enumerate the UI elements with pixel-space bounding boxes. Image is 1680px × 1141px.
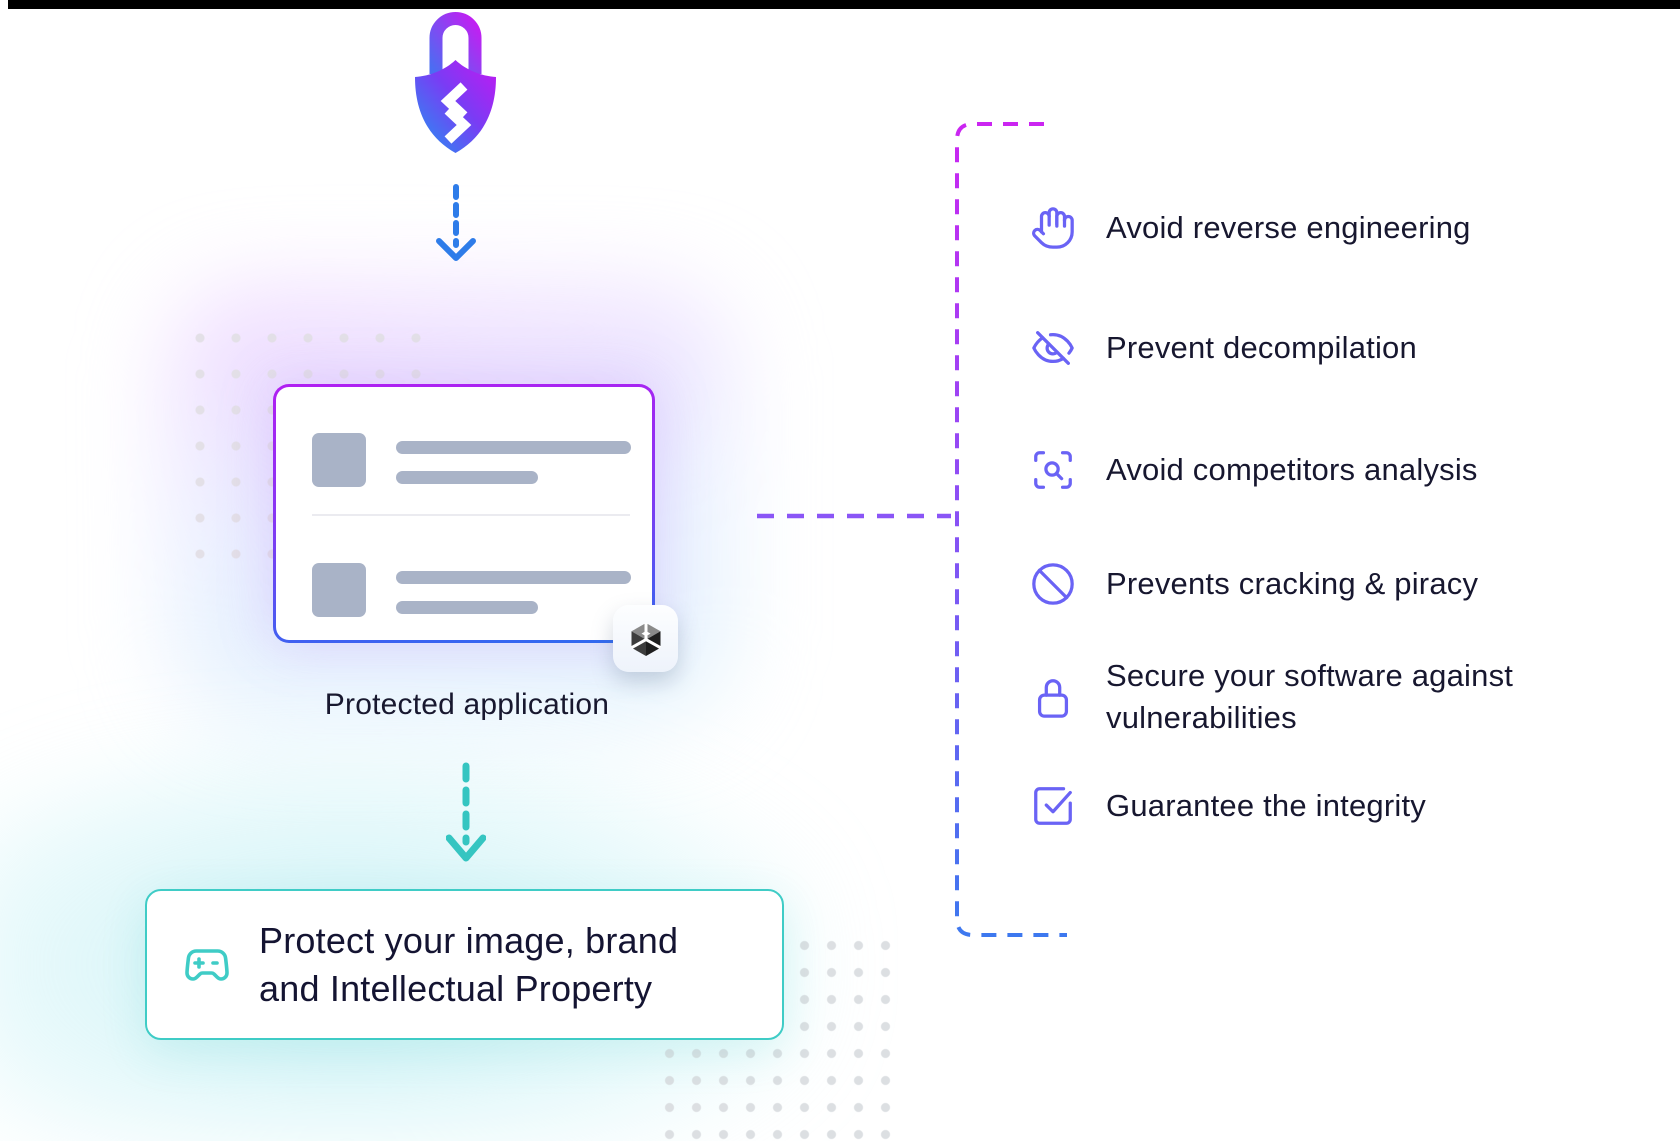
placeholder-text-bar bbox=[396, 471, 538, 484]
protected-application-label: Protected application bbox=[324, 688, 610, 721]
brand-protection-line2: and Intellectual Property bbox=[259, 967, 653, 1009]
scan-search-icon bbox=[1030, 447, 1076, 493]
eye-off-icon bbox=[1030, 325, 1076, 371]
benefit-item-competitors-analysis: Avoid competitors analysis bbox=[1030, 440, 1478, 500]
gamepad-icon bbox=[183, 941, 231, 989]
placeholder-text-bar bbox=[396, 601, 538, 614]
shield-lock-logo-icon bbox=[403, 10, 508, 158]
arrow-down-blue-icon bbox=[436, 183, 476, 263]
arrow-down-teal-icon bbox=[446, 762, 486, 866]
placeholder-thumbnail bbox=[312, 563, 366, 617]
placeholder-text-bar bbox=[396, 571, 631, 584]
top-black-bar bbox=[8, 0, 1680, 9]
benefit-item-cracking-piracy: Prevents cracking & piracy bbox=[1030, 554, 1478, 614]
benefit-label: Prevents cracking & piracy bbox=[1106, 566, 1479, 601]
placeholder-divider bbox=[312, 514, 630, 516]
brand-protection-line1: Protect your image, brand bbox=[259, 919, 679, 961]
brand-protection-card: Protect your image, brand and Intellectu… bbox=[145, 889, 784, 1040]
benefit-item-decompilation: Prevent decompilation bbox=[1030, 318, 1417, 378]
benefit-item-integrity: Guarantee the integrity bbox=[1030, 776, 1426, 836]
protected-application-card-content bbox=[276, 387, 652, 640]
benefits-bracket bbox=[948, 112, 1078, 947]
lock-icon bbox=[1030, 674, 1076, 720]
benefit-label: Avoid competitors analysis bbox=[1106, 452, 1478, 487]
square-check-icon bbox=[1030, 783, 1076, 829]
placeholder-text-bar bbox=[396, 441, 631, 454]
benefit-label: Guarantee the integrity bbox=[1106, 788, 1426, 823]
benefit-item-vulnerabilities: Secure your software against vulnerabili… bbox=[1030, 645, 1546, 749]
placeholder-thumbnail bbox=[312, 433, 366, 487]
unity-badge bbox=[613, 605, 678, 672]
unity-logo-icon bbox=[630, 622, 661, 656]
ban-icon bbox=[1030, 561, 1076, 607]
benefit-label: Secure your software against vulnerabili… bbox=[1106, 658, 1514, 735]
protected-application-card bbox=[273, 384, 655, 643]
brand-protection-text: Protect your image, brand and Intellectu… bbox=[259, 917, 678, 1013]
benefit-item-reverse-engineering: Avoid reverse engineering bbox=[1030, 198, 1471, 258]
benefit-label: Avoid reverse engineering bbox=[1106, 210, 1471, 245]
hand-icon bbox=[1030, 205, 1076, 251]
benefit-label: Prevent decompilation bbox=[1106, 330, 1417, 365]
connector-dashed-line bbox=[755, 510, 955, 522]
